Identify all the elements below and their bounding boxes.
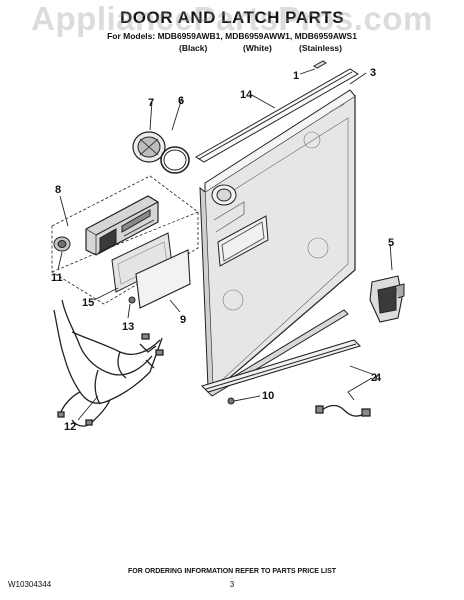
variant-stainless: (Stainless) (299, 43, 342, 53)
part-trim-screw (227, 397, 235, 405)
part-inner-door-panel (199, 89, 356, 394)
part-control-housing (85, 195, 159, 256)
callout-2: 2 (371, 372, 377, 384)
callout-5: 5 (388, 237, 394, 249)
part-vent-cap (132, 131, 166, 163)
callout-1: 1 (293, 70, 299, 82)
part-top-clip (313, 60, 327, 69)
part-assembly-outline (51, 175, 199, 305)
part-latch-cable (315, 404, 371, 417)
callout-leader-lines (57, 68, 393, 421)
callout-10: 10 (262, 390, 274, 402)
callout-3: 3 (370, 67, 376, 79)
part-wire-harness (53, 299, 164, 427)
callout-9: 9 (180, 314, 186, 326)
callout-4: 4 (375, 372, 382, 384)
callout-7: 7 (148, 97, 154, 109)
callout-6: 6 (178, 95, 184, 107)
ordering-note: FOR ORDERING INFORMATION REFER TO PARTS … (127, 568, 337, 575)
part-bottom-trim (200, 339, 362, 393)
document-number: W10304344 (8, 580, 52, 589)
model-list: For Models: MDB6959AWB1, MDB6959AWW1, MD… (107, 31, 357, 41)
part-door-gasket-strip (195, 68, 359, 163)
callout-11: 11 (51, 272, 63, 284)
callout-12: 12 (64, 421, 76, 433)
callout-13: 13 (122, 321, 134, 333)
part-vent-gasket (160, 146, 190, 174)
callout-15: 15 (82, 297, 94, 309)
callout-14: 14 (240, 89, 253, 101)
callout-8: 8 (55, 184, 61, 196)
page-title: DOOR AND LATCH PARTS (119, 8, 345, 27)
part-door-vent (211, 184, 237, 206)
part-control-knob (53, 236, 71, 252)
part-dispenser-opening (217, 215, 269, 267)
variant-white: (White) (243, 43, 272, 53)
page-number: 3 (229, 580, 235, 589)
part-board-screw (128, 296, 136, 304)
model-variants: (Black) (White) (Stainless) (0, 43, 464, 55)
part-board-cover (135, 249, 191, 309)
part-door-latch (369, 275, 405, 323)
variant-black: (Black) (179, 43, 208, 53)
